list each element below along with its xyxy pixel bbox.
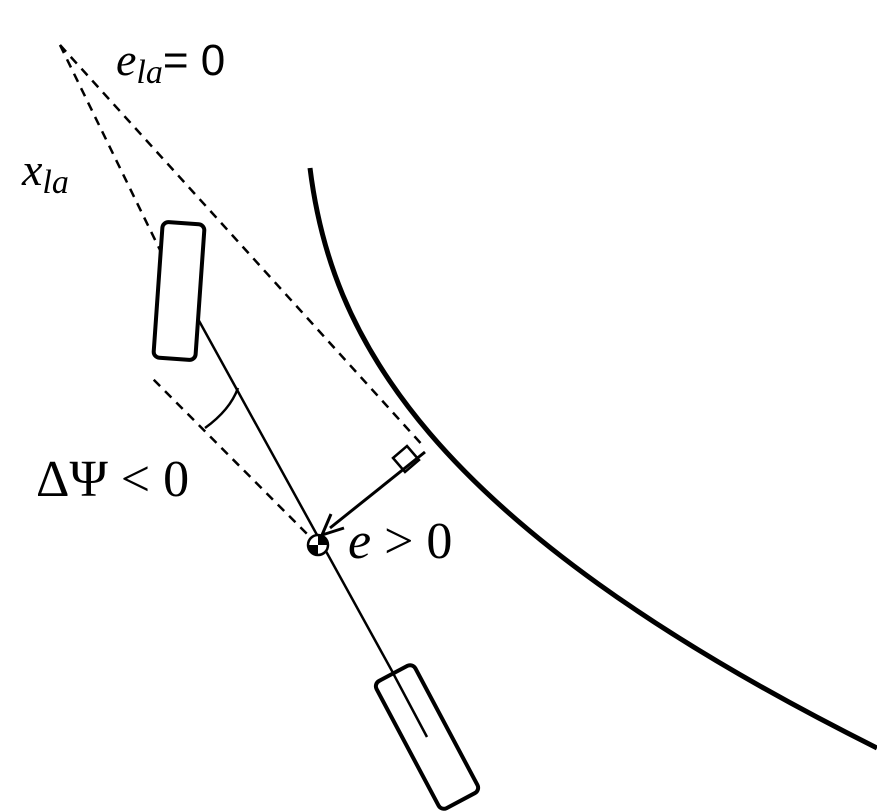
heading-lookahead-dashed-line: [58, 44, 162, 251]
label-x-la: xla: [21, 144, 69, 201]
lookahead-to-path-dashed-line: [59, 44, 426, 449]
label-lateral-error: e > 0: [348, 513, 452, 570]
lateral-error-arrowhead: [320, 513, 345, 537]
center-of-gravity-icon: [306, 533, 330, 557]
vehicle-heading-line: [158, 249, 432, 741]
lateral-error-line: [329, 450, 426, 530]
tangent-direction-dashed-line: [151, 377, 319, 546]
rear-wheel: [373, 663, 481, 811]
front-wheel: [151, 220, 207, 362]
delta-psi-angle-arc: [204, 387, 240, 430]
label-delta-psi: ΔΨ < 0: [36, 451, 189, 508]
road-path-curve: [307, 167, 877, 751]
right-angle-marker: [391, 444, 421, 474]
label-e-la: ela= 0: [116, 34, 225, 91]
